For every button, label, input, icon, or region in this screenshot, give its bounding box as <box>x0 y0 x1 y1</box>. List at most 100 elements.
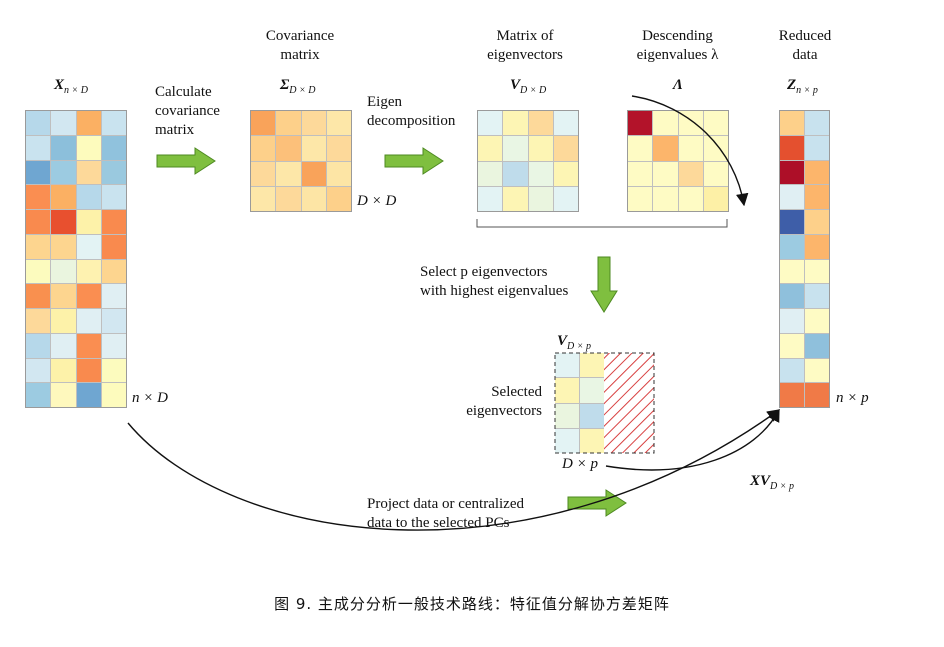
matrix-cell <box>503 136 528 161</box>
matrix-cell <box>26 309 51 333</box>
matrix-cell <box>580 428 604 453</box>
matrix-cell <box>805 210 829 234</box>
reduced-title: Reduced data <box>765 27 845 65</box>
matrix-cell <box>51 210 76 234</box>
matrix-Z <box>779 110 830 408</box>
curve-x-to-z-icon <box>127 409 781 531</box>
matrix-cell <box>553 111 578 136</box>
matrix-cell <box>780 284 804 308</box>
matrix-cell <box>76 284 101 308</box>
matrix-cell <box>101 185 126 209</box>
matrix-cell <box>51 111 76 135</box>
matrix-X <box>25 110 127 408</box>
matrix-cell <box>555 428 579 453</box>
matrix-cell <box>628 136 653 161</box>
matrix-cell <box>528 186 553 211</box>
arrow-select-icon <box>590 256 618 313</box>
matrix-cell <box>780 234 804 259</box>
matrix-cell <box>553 186 578 211</box>
matrix-cell <box>555 378 579 403</box>
matrix-cell <box>503 111 528 136</box>
symbol-Lambda: Λ <box>673 77 684 93</box>
matrix-cell <box>101 234 126 259</box>
matrix-cell <box>76 383 101 407</box>
matrix-cell <box>703 161 728 186</box>
matrix-cell <box>51 333 76 358</box>
cov-title-line2: matrix <box>280 47 320 63</box>
matrix-cell <box>76 111 101 135</box>
matrix-cell <box>101 111 126 135</box>
matrix-cell <box>678 136 703 161</box>
calc-label-line3: matrix <box>155 122 195 138</box>
calc-label-line1: Calculate <box>155 84 212 100</box>
eigval-title-line1: Descending <box>642 28 713 44</box>
matrix-cell <box>251 186 276 211</box>
matrix-cell <box>51 259 76 284</box>
matrix-cell <box>555 403 579 428</box>
eigval-title-line2: eigenvalues λ <box>636 47 719 63</box>
dim-Z: n × p <box>836 390 869 406</box>
matrix-cell <box>76 309 101 333</box>
matrix-cell <box>805 358 829 383</box>
curve-vp-to-z-icon <box>605 408 780 471</box>
matrix-cell <box>780 160 804 185</box>
matrix-cell <box>101 210 126 234</box>
matrix-Sigma <box>250 110 352 212</box>
matrix-cell <box>628 186 653 211</box>
matrix-cell <box>26 383 51 407</box>
eigen-label-line1: Eigen <box>367 94 402 110</box>
arrow-calc-icon <box>156 147 216 175</box>
matrix-cell <box>528 111 553 136</box>
matrix-cell <box>528 161 553 186</box>
matrix-cell <box>251 136 276 161</box>
matrix-cell <box>780 358 804 383</box>
matrix-cell <box>628 161 653 186</box>
reduced-title-line1: Reduced <box>778 28 832 44</box>
matrix-cell <box>26 259 51 284</box>
symbol-Vp: VD × p <box>557 333 591 352</box>
selected-outline <box>554 352 655 454</box>
matrix-cell <box>51 309 76 333</box>
matrix-cell <box>805 234 829 259</box>
matrix-cell <box>780 210 804 234</box>
matrix-cell <box>703 186 728 211</box>
matrix-cell <box>51 135 76 160</box>
matrix-cell <box>26 358 51 383</box>
matrix-cell <box>26 234 51 259</box>
cov-title: Covariance matrix <box>255 27 345 65</box>
matrix-cell <box>478 136 503 161</box>
select-label-line1: Select p eigenvectors <box>420 264 548 280</box>
matrix-cell <box>26 210 51 234</box>
project-label: Project data or centralized data to the … <box>367 495 524 533</box>
selected-label-line2: eigenvectors <box>466 403 542 419</box>
matrix-cell <box>780 309 804 333</box>
select-label-line2: with highest eigenvalues <box>420 283 569 299</box>
matrix-cell <box>580 403 604 428</box>
matrix-cell <box>101 309 126 333</box>
matrix-cell <box>780 185 804 209</box>
figure-caption: 图 9. 主成分分析一般技术路线：特征值分解协方差矩阵 <box>274 595 670 613</box>
selected-label: Selected eigenvectors <box>450 383 542 421</box>
arrow-eigen-icon <box>384 147 444 175</box>
curve-lambda-to-z-icon <box>631 95 749 207</box>
matrix-cell <box>580 353 604 378</box>
matrix-cell <box>101 135 126 160</box>
matrix-cell <box>805 284 829 308</box>
matrix-cell <box>780 333 804 358</box>
matrix-cell <box>780 135 804 160</box>
matrix-cell <box>51 160 76 185</box>
matrix-cell <box>26 185 51 209</box>
matrix-cell <box>780 383 804 407</box>
matrix-cell <box>51 185 76 209</box>
matrix-Vp <box>555 353 604 453</box>
matrix-cell <box>326 136 351 161</box>
matrix-cell <box>26 284 51 308</box>
matrix-cell <box>703 111 728 136</box>
select-label: Select p eigenvectors with highest eigen… <box>420 263 568 301</box>
matrix-cell <box>503 161 528 186</box>
matrix-cell <box>276 136 301 161</box>
bracket <box>476 219 728 228</box>
matrix-cell <box>76 259 101 284</box>
matrix-cell <box>555 353 579 378</box>
